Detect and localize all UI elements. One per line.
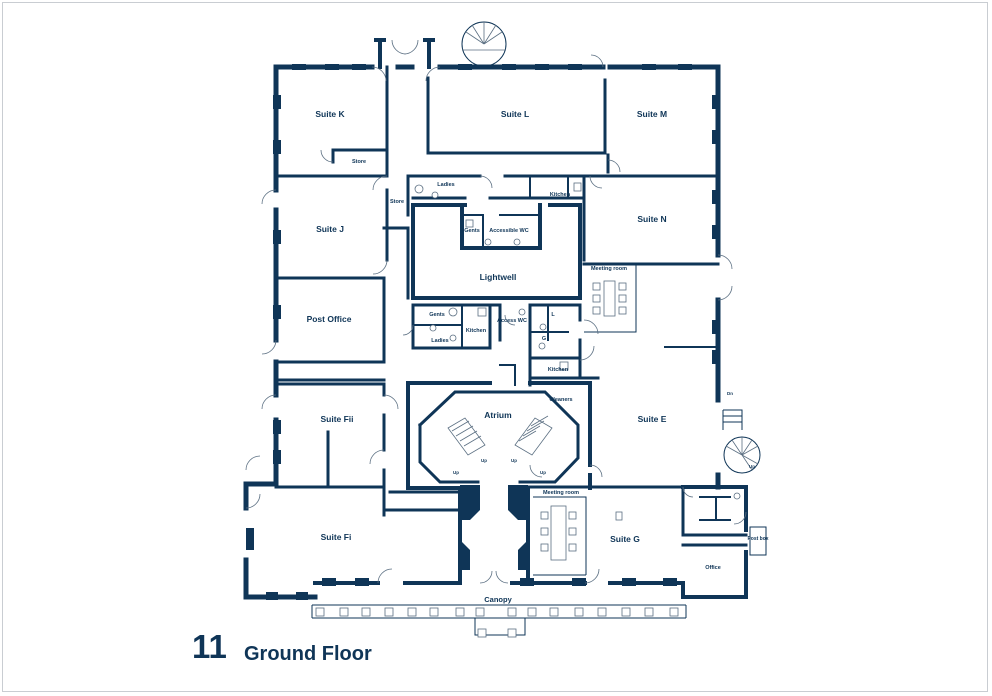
- canopy: [311, 604, 687, 638]
- label-suite-n: Suite N: [637, 214, 666, 224]
- label-suite-fii: Suite Fii: [320, 414, 353, 424]
- label-meeting-room-2: Meeting room: [543, 490, 579, 496]
- label-cleaners: Cleaners: [549, 397, 572, 403]
- interior-walls: [274, 65, 748, 585]
- label-post-office: Post Office: [307, 314, 352, 324]
- floor-title: Ground Floor: [244, 643, 372, 665]
- label-ladies-1: Ladies: [437, 182, 454, 188]
- label-kitchen-1: Kitchen: [550, 192, 571, 198]
- spiral-stair-top: [461, 21, 507, 67]
- label-suite-j: Suite J: [316, 224, 344, 234]
- label-post-box: Post box: [747, 536, 768, 542]
- label-access-wc: Access WC: [497, 318, 527, 324]
- floor-number: 11: [192, 628, 227, 665]
- label-suite-m: Suite M: [637, 109, 667, 119]
- post-box: [749, 526, 767, 556]
- label-store-1: Store: [352, 159, 366, 165]
- label-dn: Dn: [727, 391, 733, 396]
- label-office: Office: [705, 565, 721, 571]
- label-up-1: Up: [453, 470, 459, 475]
- label-kitchen-2: Kitchen: [466, 328, 487, 334]
- meeting-table-south: [540, 505, 577, 561]
- meeting-table-north: [592, 280, 627, 317]
- label-canopy: Canopy: [484, 595, 512, 604]
- stairs-atrium: [447, 415, 553, 456]
- label-ladies-2: Ladies: [431, 338, 448, 344]
- label-suite-l: Suite L: [501, 109, 529, 119]
- label-gents-1: Gents: [464, 228, 480, 234]
- label-up-4: Up: [540, 470, 546, 475]
- label-up-3: Up: [511, 458, 517, 463]
- fixtures: [414, 182, 741, 521]
- label-accessible-wc-1: Accessible WC: [489, 228, 528, 234]
- label-atrium: Atrium: [484, 410, 512, 420]
- label-gents-2: Gents: [429, 312, 445, 318]
- label-lightwell: Lightwell: [480, 272, 517, 282]
- label-store-2: Store: [390, 199, 404, 205]
- label-access-wc-text: Access WC: [497, 318, 527, 324]
- label-l-wc: L: [551, 312, 555, 318]
- label-suite-g: Suite G: [610, 534, 640, 544]
- label-up-2: Up: [481, 458, 487, 463]
- label-suite-e: Suite E: [638, 414, 667, 424]
- label-kitchen-3: Kitchen: [548, 367, 569, 373]
- label-up-5: Up: [749, 464, 755, 469]
- label-meeting-room-1: Meeting room: [591, 266, 627, 272]
- label-g-wc: G: [542, 336, 546, 342]
- outer-walls: [243, 38, 748, 600]
- label-suite-k: Suite K: [315, 109, 345, 119]
- room-labels: Suite K Suite L Suite M Store Store Ladi…: [307, 109, 769, 604]
- spiral-stair-east: [722, 409, 761, 474]
- label-suite-fi: Suite Fi: [321, 532, 352, 542]
- door-swings: [245, 39, 747, 584]
